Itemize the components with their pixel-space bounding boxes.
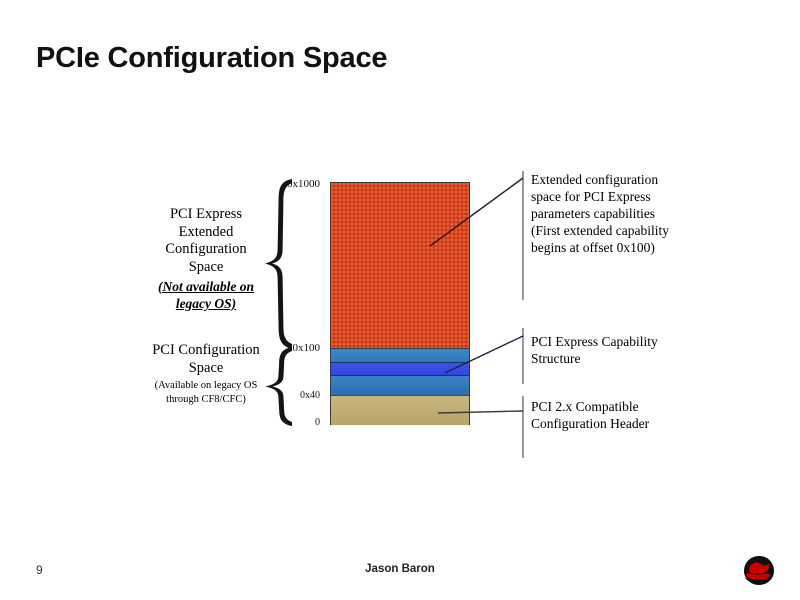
label-pci-configuration-space: PCI Configuration Space (Available on le… [150, 342, 262, 407]
offset-label-0: 0 [315, 417, 320, 428]
segment-extended-configuration-space [331, 183, 469, 349]
segment-pcie-capability-band-3 [331, 376, 469, 396]
label-extended-main: PCI Express Extended Configuration Space [165, 206, 247, 276]
configuration-space-bar [330, 182, 470, 425]
offset-label-0x100: 0x100 [292, 342, 321, 354]
offset-label-0x40: 0x40 [300, 390, 320, 401]
callout-pcie-capability-structure: PCI Express Capability Structure [531, 334, 658, 366]
segment-pcie-capability-band-2 [331, 363, 469, 376]
page-title: PCIe Configuration Space [36, 42, 388, 74]
brace-extended-space [265, 179, 292, 349]
footer-author: Jason Baron [365, 563, 435, 575]
label-extended-configuration-space: PCI Express Extended Configuration Space… [150, 206, 262, 313]
callout-pci-compatible-header: PCI 2.x Compatible Configuration Header [531, 399, 650, 431]
offset-label-0x1000: 0x1000 [287, 178, 320, 190]
label-pciconf-main: PCI Configuration Space [152, 342, 260, 376]
label-extended-note: (Not available on legacy OS) [158, 278, 254, 311]
red-hat-shadowman-logo [744, 556, 774, 585]
callout-leader-lines [429, 171, 524, 458]
callout-extended-configuration-space: Extended configuration space for PCI Exp… [531, 172, 669, 255]
segment-pci-compatible-header [331, 396, 469, 425]
page-number: 9 [36, 563, 43, 577]
brace-pci-configuration-space [265, 347, 292, 426]
label-pciconf-sub: (Available on legacy OS through CF8/CFC) [154, 380, 258, 406]
segment-pcie-capability-band-1 [331, 349, 469, 363]
